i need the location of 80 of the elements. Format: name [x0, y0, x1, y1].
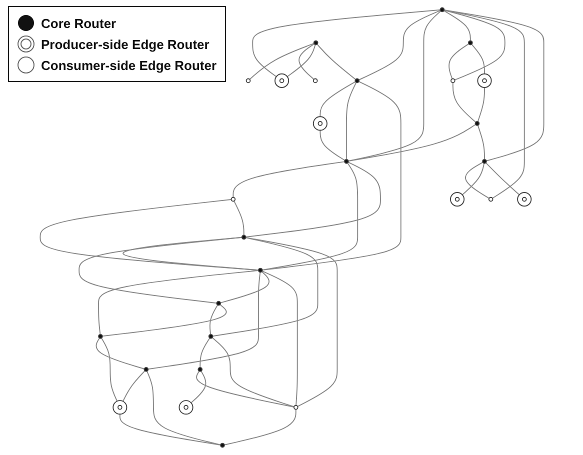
- connector: [443, 10, 505, 80]
- connector: [261, 162, 358, 270]
- connector: [199, 338, 210, 368]
- connector: [286, 44, 316, 78]
- node-circle: [257, 268, 262, 273]
- connector: [464, 162, 490, 199]
- connector: [347, 124, 476, 162]
- connector: [211, 337, 294, 408]
- connector: [233, 200, 244, 236]
- node-double-circle: [476, 73, 492, 88]
- connector: [219, 271, 269, 304]
- connector: [244, 162, 380, 238]
- connector: [345, 82, 356, 160]
- node-double-circle: [274, 73, 289, 88]
- connector: [452, 82, 476, 123]
- connector: [78, 236, 242, 304]
- connector: [101, 304, 226, 337]
- legend-label: Producer-side Edge Router: [41, 36, 210, 52]
- node-circle: [474, 121, 480, 126]
- connector: [212, 237, 318, 337]
- connector: [146, 370, 221, 446]
- connector: [232, 161, 344, 198]
- connector: [484, 162, 520, 196]
- connector: [261, 81, 401, 271]
- node-circle: [230, 196, 236, 202]
- node-circle: [467, 40, 472, 46]
- node-circle: [450, 78, 455, 84]
- node-circle: [245, 78, 250, 84]
- node-double-circle: [178, 400, 193, 415]
- connector: [196, 370, 294, 408]
- connector: [122, 370, 145, 402]
- connector: [208, 304, 218, 335]
- connector: [261, 270, 298, 406]
- connector: [470, 44, 484, 74]
- connector: [147, 272, 260, 370]
- node-double-circle: [112, 400, 127, 415]
- node-circle: [482, 158, 486, 164]
- connector: [39, 199, 258, 271]
- node-circle: [220, 442, 224, 448]
- connector: [461, 162, 484, 196]
- connector: [448, 43, 469, 80]
- connector: [443, 10, 524, 199]
- connector: [98, 270, 258, 335]
- connector: [95, 338, 144, 370]
- node-circle: [439, 7, 444, 12]
- connector: [122, 236, 258, 271]
- connector: [248, 42, 314, 80]
- connector: [244, 237, 338, 407]
- connector: [118, 414, 221, 446]
- legend-label: Consumer-side Edge Router: [41, 58, 217, 72]
- connector: [358, 10, 440, 80]
- node-double-circle: [312, 116, 327, 131]
- node-circle: [292, 404, 298, 410]
- node-circle: [354, 78, 360, 84]
- connector: [443, 10, 544, 162]
- connector: [190, 370, 206, 404]
- connector: [476, 124, 484, 160]
- node-circle: [216, 300, 221, 306]
- connector: [347, 10, 441, 162]
- legend-label: Core Router: [41, 16, 116, 30]
- connector: [442, 10, 470, 42]
- connector: [298, 43, 314, 80]
- node-circle: [488, 196, 493, 202]
- node-double-circle: [516, 192, 532, 207]
- node-circle: [98, 334, 102, 339]
- node-circle: [344, 158, 348, 164]
- connector: [319, 81, 356, 118]
- node-circle: [240, 234, 246, 240]
- connector: [223, 408, 296, 446]
- node-circle: [208, 334, 213, 339]
- node-circle: [143, 367, 148, 372]
- connector: [252, 9, 440, 78]
- node-circle: [312, 78, 318, 84]
- connector: [316, 44, 356, 80]
- connector: [100, 338, 118, 402]
- connector: [319, 130, 345, 161]
- node-circle: [312, 40, 318, 46]
- node-double-circle: [449, 192, 464, 207]
- node-circle: [197, 367, 202, 372]
- connector: [476, 87, 484, 122]
